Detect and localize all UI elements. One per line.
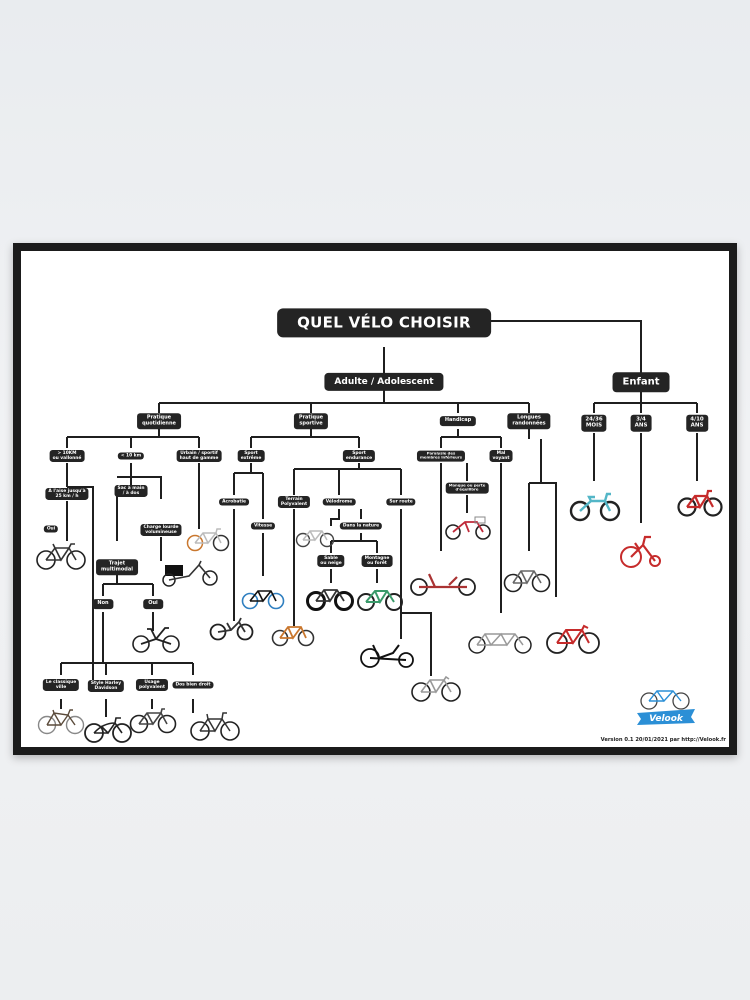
node-montagne-foret: Montagne ou forêt — [361, 554, 393, 568]
touring-bike-image — [503, 565, 551, 593]
city-bike-image — [35, 541, 87, 571]
logo-text: Velook — [649, 714, 684, 724]
node-pratique-sportive: Pratique sportive — [293, 413, 329, 429]
diagram-title: QUEL VÉLO CHOISIR — [277, 308, 491, 338]
node-dans-la-nature: Dans la nature — [339, 522, 383, 530]
node-handicap: Handicap — [439, 416, 477, 426]
node-terrain-polyvalent: Terrain Polyvalent — [277, 495, 311, 509]
kids-tricycle-image — [619, 531, 665, 569]
node-aise-25kmh: A l'aise jusqu'à 25 km / h — [45, 487, 89, 501]
track-bike-image — [295, 526, 335, 548]
hybrid-bike-image — [129, 707, 177, 734]
gravel-bike-orange-image — [271, 621, 315, 647]
node-moins-10km: < 10 km — [117, 452, 145, 460]
poster-frame: QUEL VÉLO CHOISIR Adulte / Adolescent En… — [13, 243, 737, 755]
mountain-bike-green-image — [357, 585, 403, 611]
poster-paper: QUEL VÉLO CHOISIR Adulte / Adolescent En… — [21, 251, 729, 747]
node-sac-a-dos: Sac à main / à dos — [114, 484, 148, 498]
classic-city-bike-image — [37, 707, 85, 735]
node-usage-polyvalent: Usage polyvalent — [135, 678, 169, 692]
kids-balance-bike-image — [569, 491, 621, 522]
urban-bike-image — [186, 527, 230, 552]
adult-tricycle-image — [443, 513, 493, 541]
recumbent-trike-image — [409, 569, 479, 597]
node-sur-route: Sur route — [386, 498, 416, 506]
fat-bike-image — [306, 583, 354, 611]
speed-bike-blue-image — [241, 586, 285, 610]
road-bike-image — [411, 673, 461, 703]
flowchart-connectors — [60, 320, 698, 717]
node-oui-25kmh: Oui — [43, 525, 59, 533]
node-age-24-36-mois: 24/36 MOIS — [581, 414, 607, 432]
randonneur-bike-red-image — [545, 623, 601, 655]
node-classique-ville: Le classique ville — [42, 678, 80, 692]
node-non-multimodal: Non — [92, 599, 114, 609]
node-sport-extreme: Sport extrême — [237, 449, 265, 463]
velook-logo: Velook — [633, 685, 699, 731]
node-dos-droit: Dos bien droit — [172, 681, 214, 689]
folding-bike-image — [131, 625, 181, 653]
node-sport-endurance: Sport endurance — [342, 449, 376, 463]
node-charge-lourde: Charge lourde volumineuse — [140, 523, 182, 537]
node-longues-randonnees: Longues randonnées — [507, 413, 551, 429]
bmx-bike-image — [209, 617, 255, 641]
node-acrobatie: Acrobatie — [219, 498, 249, 506]
node-paralysie: Paralysie des membres inférieurs — [416, 450, 466, 462]
version-footer: Version 0.1 20/01/2021 par http://Velook… — [600, 737, 726, 743]
node-velodrome: Vélodrome — [322, 498, 356, 506]
node-sable-neige: Sable ou neige — [317, 554, 345, 568]
node-plus-10km: > 10KM ou vallonné — [49, 449, 85, 463]
node-vitesse: Vitesse — [250, 522, 276, 530]
node-pratique-quotidienne: Pratique quotidienne — [137, 413, 181, 429]
upright-bike-image — [189, 711, 241, 741]
node-style-harley: Style Harley Davidson — [87, 679, 125, 693]
node-manque-equilibre: Manque ou perte d'équilibre — [445, 482, 489, 494]
node-age-4-10-ans: 4/10 ANS — [686, 414, 708, 432]
kids-bike-red-image — [677, 487, 723, 517]
node-age-3-4-ans: 3/4 ANS — [630, 414, 652, 432]
cruiser-bike-image — [83, 717, 133, 743]
recumbent-bike-image — [359, 639, 417, 669]
node-adulte-adolescent: Adulte / Adolescent — [324, 372, 444, 392]
node-mal-voyant: Mal voyant — [489, 449, 513, 463]
node-oui-multimodal: Oui — [143, 599, 163, 609]
node-enfant: Enfant — [612, 372, 670, 392]
cargo-bike-image — [161, 559, 219, 587]
node-urbain-sportif: Urbain / sportif haut de gamme — [176, 449, 222, 463]
tandem-bike-image — [467, 627, 533, 655]
node-trajet-multimodal: Trajet multimodal — [96, 559, 138, 575]
